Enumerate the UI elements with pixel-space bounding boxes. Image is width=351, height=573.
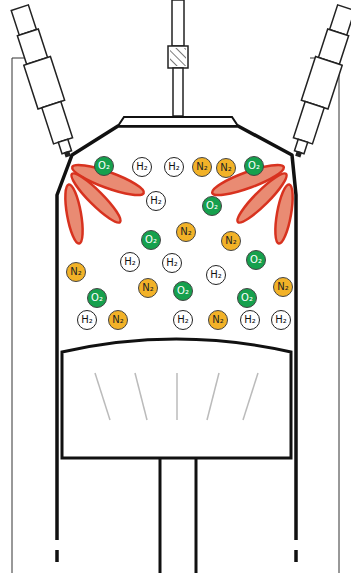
molecule-circle: O₂ [141, 230, 161, 250]
molecule-label: H₂ [168, 162, 180, 172]
molecule-label: N₂ [277, 282, 289, 292]
molecule-circle: H₂ [120, 252, 140, 272]
molecule-circle: O₂ [87, 288, 107, 308]
molecule-circle: O₂ [246, 250, 266, 270]
molecule-label: O₂ [206, 201, 218, 211]
molecule-circle: N₂ [138, 278, 158, 298]
piston [62, 339, 291, 458]
molecule-label: O₂ [248, 161, 260, 171]
molecule-label: N₂ [180, 227, 192, 237]
spark-plug-seat [118, 117, 238, 126]
spark-plug [168, 0, 188, 116]
engine-frame [12, 58, 339, 573]
molecule-circle: N₂ [66, 262, 86, 282]
molecule-label: H₂ [177, 315, 189, 325]
molecule-label: O₂ [177, 286, 189, 296]
molecule-label: N₂ [70, 267, 82, 277]
molecule-circle: H₂ [206, 265, 226, 285]
cylinder-wall [57, 126, 296, 562]
molecule-label: H₂ [124, 257, 136, 267]
molecule-label: H₂ [136, 162, 148, 172]
molecule-label: O₂ [91, 293, 103, 303]
molecule-label: N₂ [220, 163, 232, 173]
molecule-circle: N₂ [273, 277, 293, 297]
molecule-circle: O₂ [237, 288, 257, 308]
molecule-label: N₂ [196, 162, 208, 172]
molecule-circle: N₂ [176, 222, 196, 242]
molecule-circle: N₂ [108, 310, 128, 330]
molecule-circle: H₂ [173, 310, 193, 330]
molecule-circle: N₂ [192, 157, 212, 177]
molecule-circle: H₂ [77, 310, 97, 330]
piston-marking [95, 373, 258, 420]
molecule-label: N₂ [142, 283, 154, 293]
molecule-circle: H₂ [164, 157, 184, 177]
molecule-circle: O₂ [173, 281, 193, 301]
molecule-circle: H₂ [132, 157, 152, 177]
molecule-label: O₂ [145, 235, 157, 245]
molecule-circle: O₂ [202, 196, 222, 216]
molecule-circle: N₂ [221, 231, 241, 251]
fuel-injector [6, 3, 351, 160]
molecule-circle: O₂ [94, 156, 114, 176]
molecule-label: H₂ [166, 258, 178, 268]
molecule-label: H₂ [275, 315, 287, 325]
molecule-circle: H₂ [162, 253, 182, 273]
molecule-circle: H₂ [146, 191, 166, 211]
molecule-label: N₂ [225, 236, 237, 246]
molecule-label: O₂ [98, 161, 110, 171]
molecule-label: O₂ [241, 293, 253, 303]
molecule-label: N₂ [212, 315, 224, 325]
molecule-label: N₂ [112, 315, 124, 325]
molecule-circle: H₂ [240, 310, 260, 330]
molecule-circle: O₂ [244, 156, 264, 176]
molecule-circle: N₂ [208, 310, 228, 330]
molecule-label: H₂ [244, 315, 256, 325]
molecule-label: H₂ [81, 315, 93, 325]
molecule-circle: H₂ [271, 310, 291, 330]
molecule-label: H₂ [210, 270, 222, 280]
molecule-label: O₂ [250, 255, 262, 265]
connecting-rod [160, 458, 196, 573]
molecule-label: H₂ [150, 196, 162, 206]
molecule-circle: N₂ [216, 158, 236, 178]
